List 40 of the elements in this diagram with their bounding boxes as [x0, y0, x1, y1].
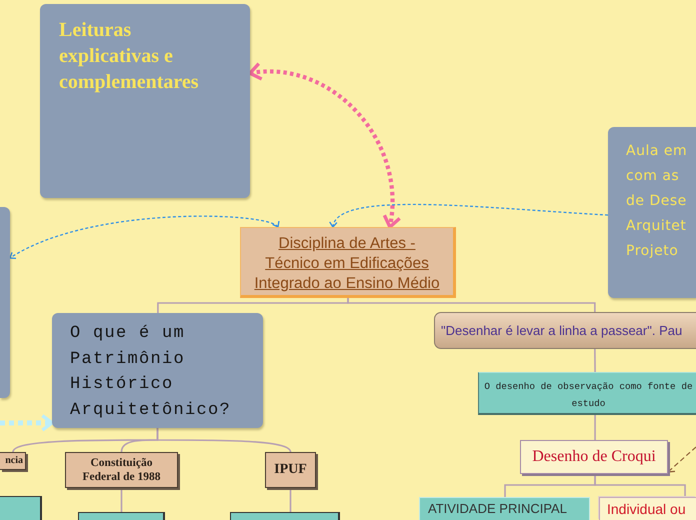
- connector-line: [594, 349, 596, 372]
- subtopic-box: [0, 452, 26, 470]
- connector-line: [347, 298, 596, 312]
- note-card: [40, 4, 250, 198]
- subtopic-text: IPUF: [273, 461, 308, 479]
- topic-card: [52, 313, 263, 428]
- subtopic-text: Constituição Federal de 1988: [82, 456, 162, 484]
- quote-text: "Desenhar é levar a linha a passear". Pau: [441, 322, 684, 340]
- topic-text: O que é um Patrimônio Histórico Arquitetônico?: [70, 323, 232, 422]
- subtopic-box: [65, 452, 178, 488]
- note-card: [608, 127, 696, 298]
- note-card: [0, 207, 10, 398]
- dashed-arrow: [9, 216, 279, 260]
- subtopic-box: [419, 497, 590, 520]
- dashed-arrow: [330, 204, 608, 228]
- subtopic-box: [599, 497, 696, 520]
- subtopic-box: [520, 440, 668, 474]
- connector-line: [120, 488, 122, 512]
- subtopic-text: ncia: [4, 454, 23, 468]
- subtopic-text: Individual ou: [607, 500, 687, 519]
- subtopic-box: [478, 372, 696, 415]
- subtopic-box: [0, 496, 42, 520]
- subtopic-box: [230, 512, 340, 520]
- dotted-arrow: [248, 62, 401, 229]
- connector-line: [156, 428, 292, 452]
- subtopic-text: ATIVIDADE PRINCIPAL: [428, 500, 568, 518]
- subtopic-box: [265, 452, 316, 488]
- connector-line: [290, 488, 292, 512]
- connector-line: [594, 415, 596, 440]
- quote-banner: [434, 312, 696, 349]
- dashed-arrow: [667, 446, 696, 473]
- subtopic-text: Desenho de Croqui: [531, 447, 657, 467]
- topic-title: Disciplina de Artes - Técnico em Edificações Integrado ao Ensino Médio: [253, 234, 441, 294]
- dotted-arrow: [0, 414, 54, 432]
- connector-line: [594, 474, 686, 497]
- central-topic-box: [240, 227, 456, 298]
- note-text: Aula em com as de Dese Arquitet Projeto: [626, 142, 688, 261]
- subtopic-box: [78, 512, 165, 520]
- subtopic-text: O desenho de observação como fonte de estudo: [483, 380, 694, 411]
- note-text: Leituras explicativas e complementares: [59, 18, 200, 95]
